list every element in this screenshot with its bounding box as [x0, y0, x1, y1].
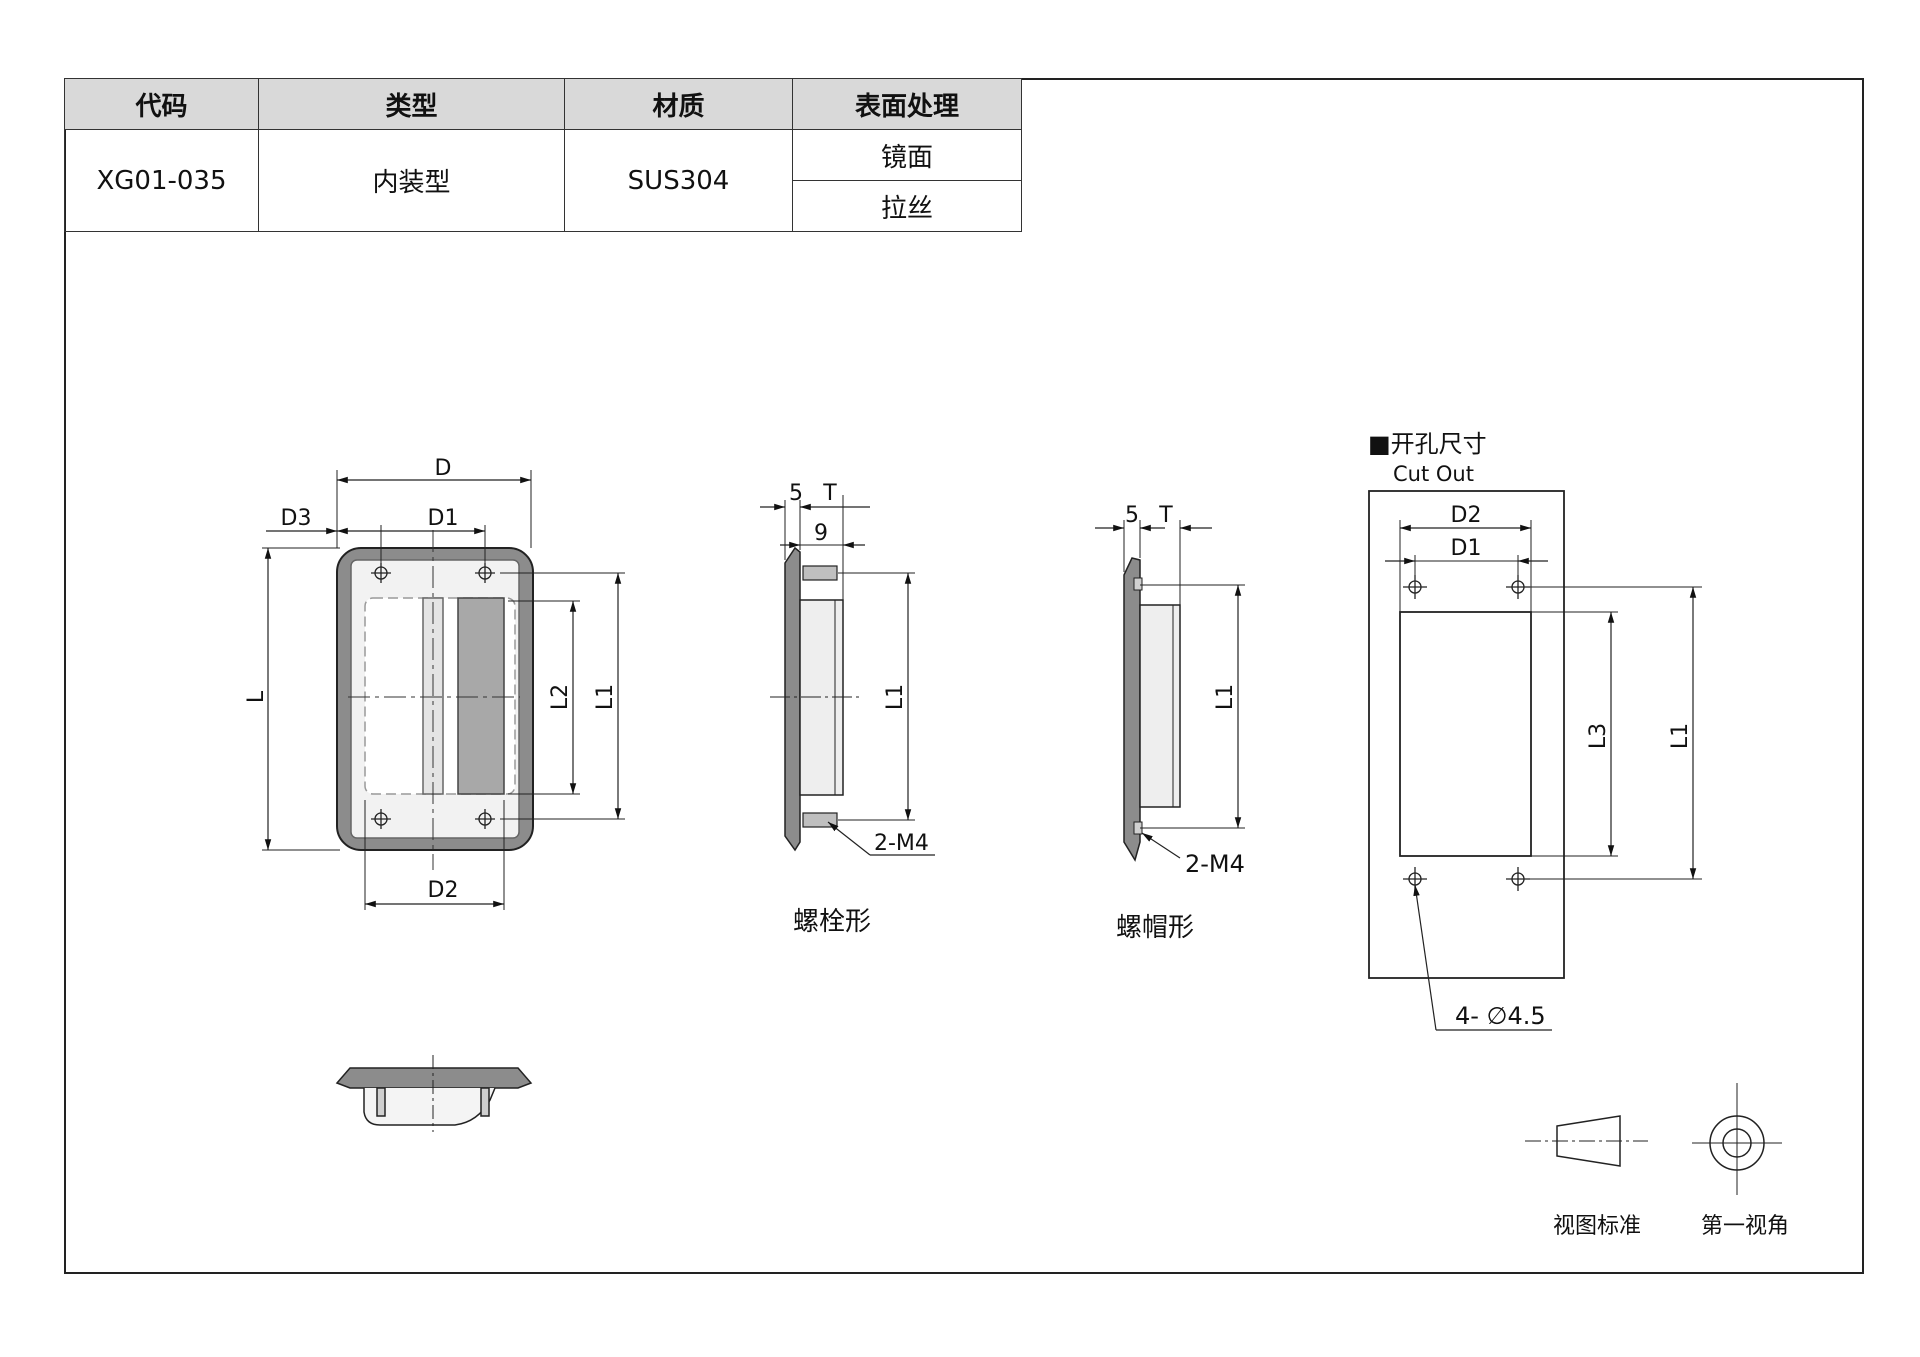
projection-symbol	[1525, 1083, 1782, 1195]
dim-L-label: L	[244, 690, 269, 703]
nut-thread-label: 2-M4	[1185, 850, 1245, 878]
bolt-caption: 螺栓形	[793, 907, 871, 937]
dim-D1-label: D1	[428, 506, 459, 531]
bolt-dim-9: 9	[814, 521, 828, 546]
cell-code: XG01-035	[64, 129, 259, 232]
front-view	[262, 470, 625, 910]
dim-D-label: D	[435, 456, 452, 481]
bolt-dim-L1: L1	[883, 684, 908, 710]
cutout-dim-L3: L3	[1586, 723, 1611, 749]
dim-L1-label: L1	[593, 684, 618, 710]
nut-dim-5: 5	[1125, 503, 1139, 528]
bolt-dim-T: T	[822, 481, 837, 506]
cutout-dim-L1: L1	[1668, 723, 1693, 749]
nut-dim-T: T	[1158, 503, 1173, 528]
cutout-hole-label: 4- ∅4.5	[1455, 1002, 1546, 1030]
cutout-dim-D1: D1	[1451, 536, 1482, 561]
mount-holes	[371, 563, 495, 829]
header-type: 类型	[258, 78, 565, 130]
header-finish: 表面处理	[792, 78, 1022, 130]
bottom-view	[335, 1055, 533, 1132]
cell-material: SUS304	[564, 129, 793, 232]
header-material: 材质	[564, 78, 793, 130]
grip-bar	[457, 597, 505, 795]
cutout-dim-D2: D2	[1451, 503, 1482, 528]
bolt-view	[760, 495, 935, 856]
cutout-view	[1368, 490, 1702, 1031]
dim-D3-label: D3	[281, 506, 312, 531]
nut-dim-L1: L1	[1213, 684, 1238, 710]
nut-caption: 螺帽形	[1116, 913, 1194, 943]
bolt-dim-5: 5	[789, 481, 803, 506]
projection-label-standard: 视图标准	[1553, 1214, 1641, 1239]
cutout-title: ■开孔尺寸	[1368, 430, 1487, 458]
cell-finish-brushed: 拉丝	[792, 180, 1022, 232]
spec-table: 代码 类型 材质 表面处理 XG01-035 内装型 SUS304 镜面 拉丝	[64, 78, 1022, 232]
bolt-thread-label: 2-M4	[874, 831, 929, 856]
dim-D2-label: D2	[428, 878, 459, 903]
cell-finish-mirror: 镜面	[792, 129, 1022, 181]
dim-L2-label: L2	[548, 684, 573, 710]
cutout-subtitle: Cut Out	[1393, 462, 1474, 486]
nut-view	[1095, 520, 1245, 862]
projection-label-first-angle: 第一视角	[1701, 1214, 1789, 1239]
